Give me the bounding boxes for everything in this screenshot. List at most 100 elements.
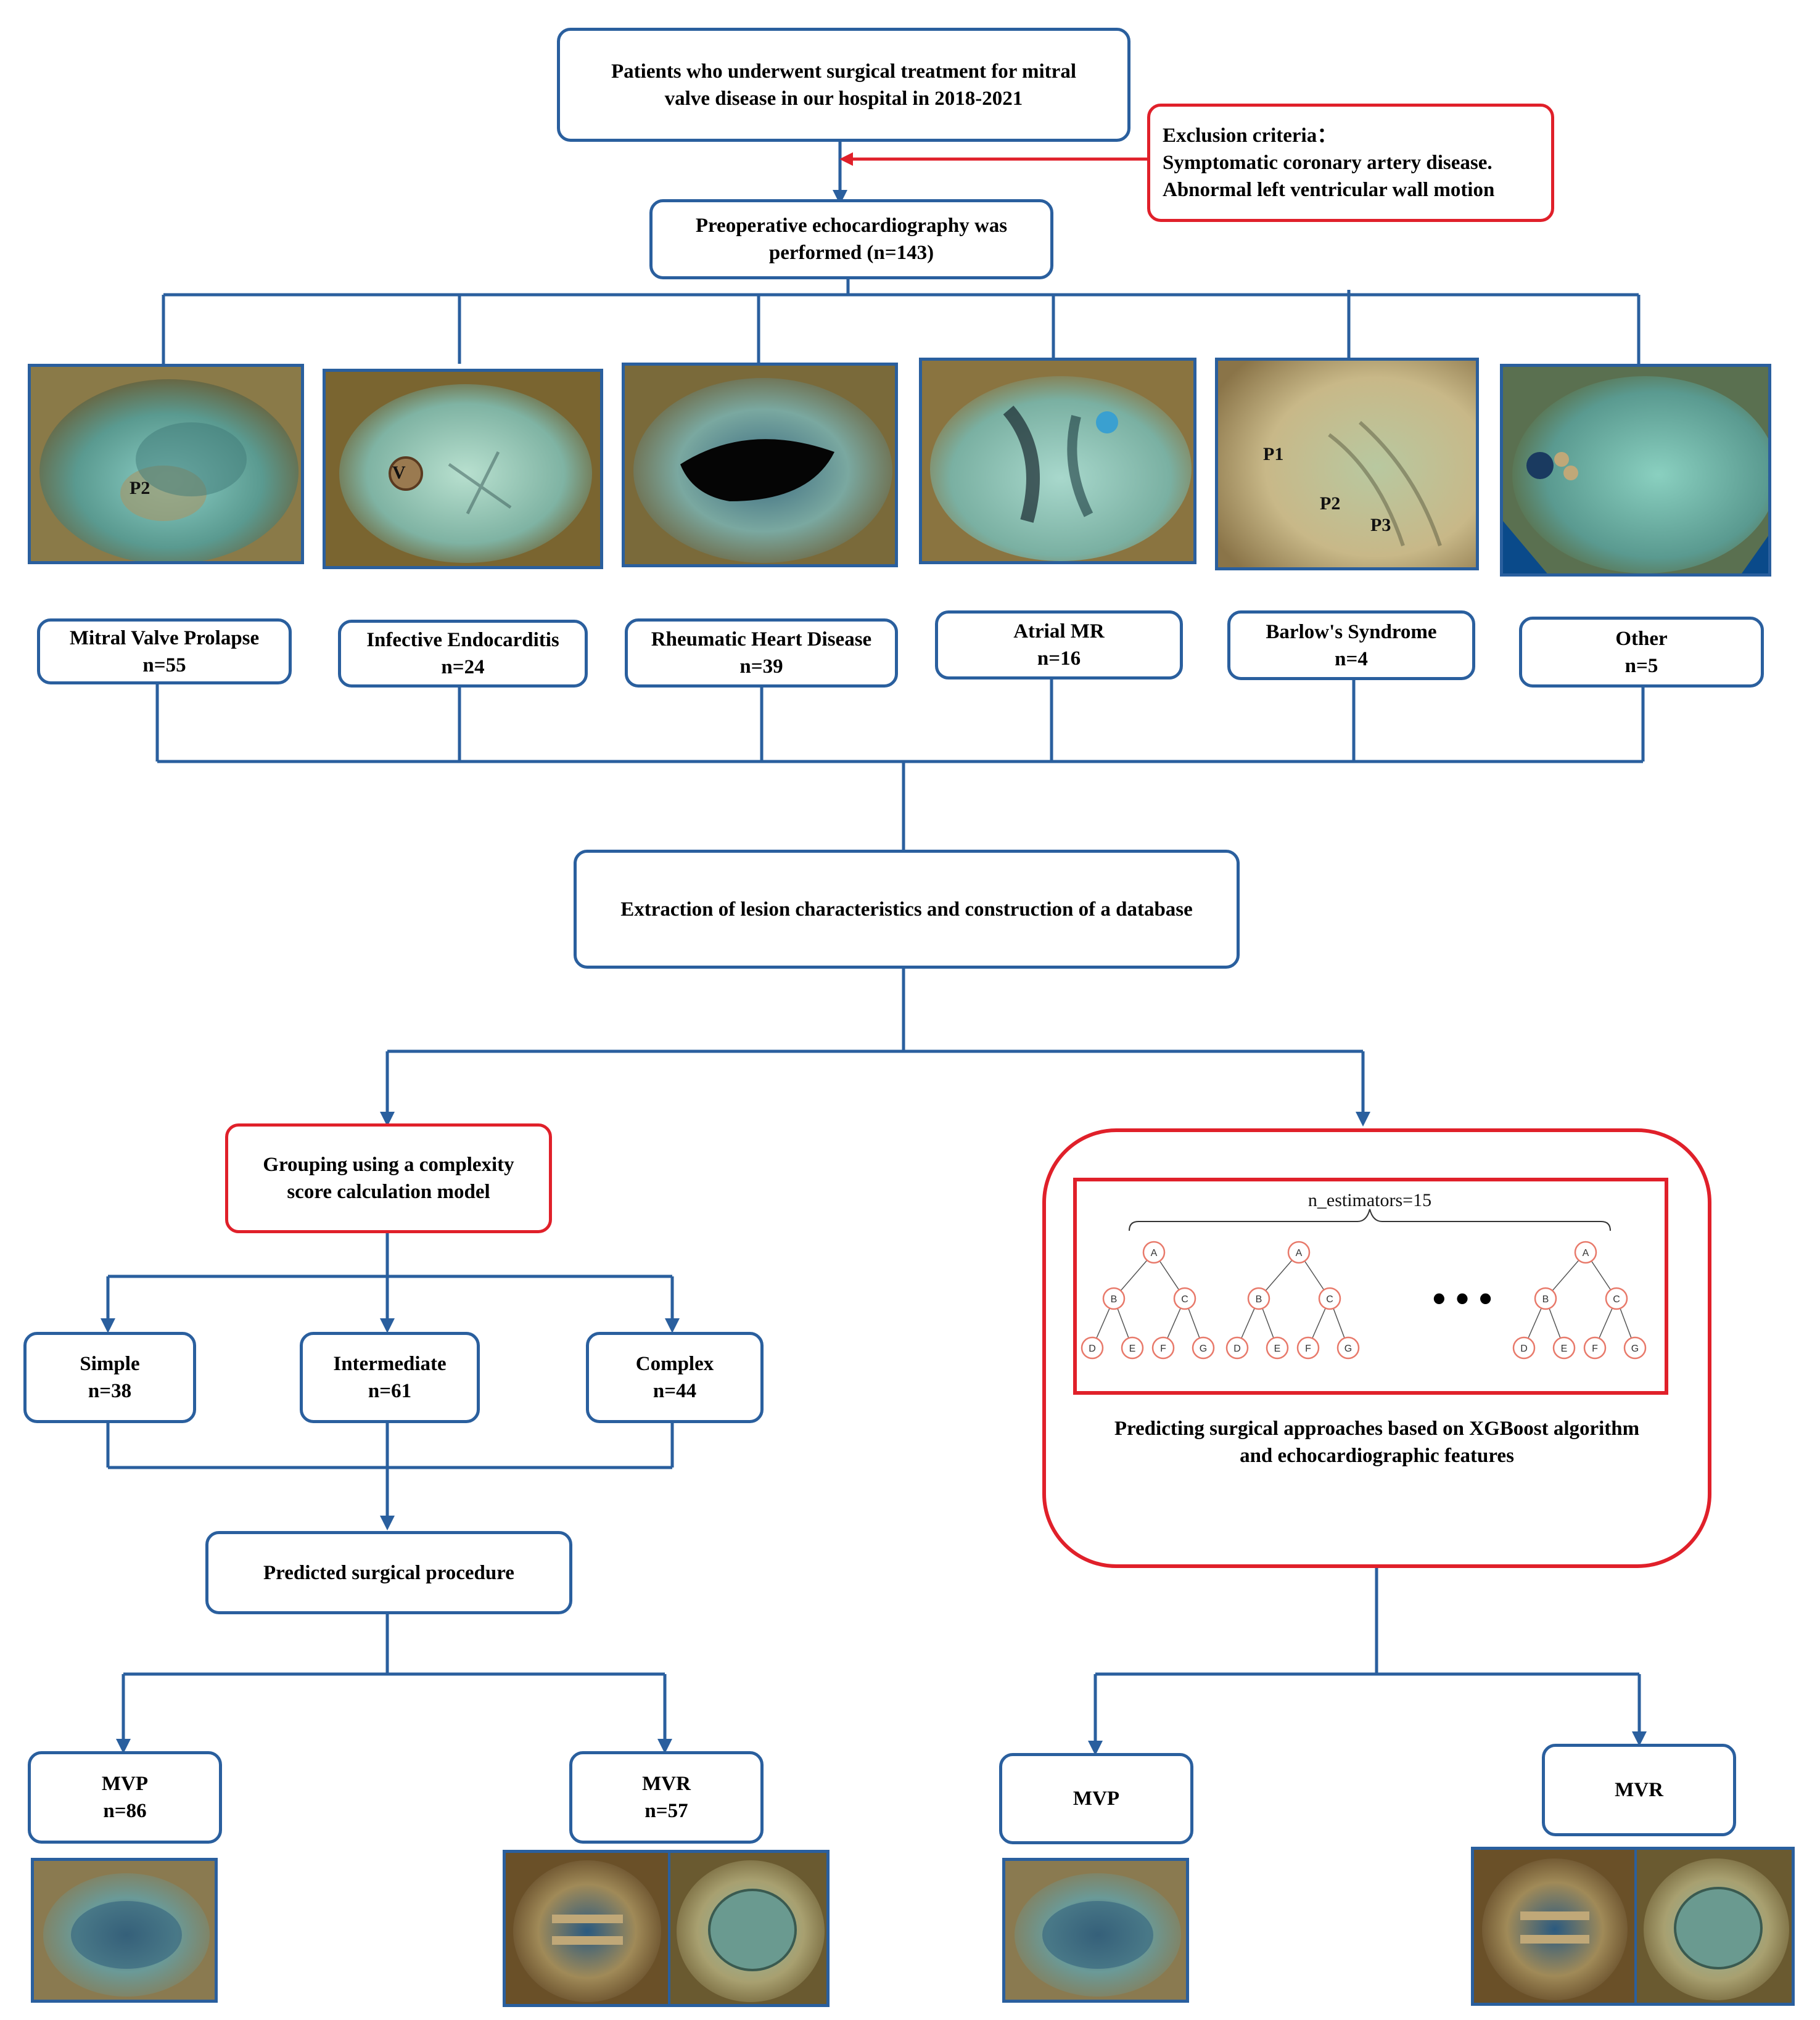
tree-node <box>1225 1336 1249 1360</box>
tree-node-label: B <box>1542 1294 1549 1305</box>
group-box-simple: Simple n=38 <box>23 1332 196 1423</box>
grouping-line1: Grouping using a complexity <box>263 1154 514 1176</box>
tree-node <box>1266 1336 1289 1360</box>
patients-line1: Patients who underwent surgical treatmen… <box>611 60 1076 83</box>
outcome-count: n=57 <box>644 1800 688 1822</box>
tree-node <box>1534 1287 1557 1310</box>
tree-node-label: C <box>1181 1294 1188 1305</box>
grouping-line2: score calculation model <box>287 1181 490 1203</box>
tree-node-label: E <box>1129 1344 1136 1354</box>
outcome-name: MVR <box>1615 1779 1663 1801</box>
tree-node <box>1247 1287 1270 1310</box>
outcome-name: MVP <box>101 1773 149 1795</box>
xgboost-caption-line1: Predicting surgical approaches based on … <box>1114 1418 1640 1440</box>
predicted-text: Predicted surgical procedure <box>263 1561 514 1584</box>
group-count: n=38 <box>88 1380 132 1402</box>
tree-node <box>1336 1336 1360 1360</box>
outcome-image-mvp-left <box>31 1858 218 2003</box>
tree-node-label: D <box>1089 1344 1096 1354</box>
tree-node <box>1142 1241 1166 1264</box>
tree-node <box>1605 1287 1628 1310</box>
tree-node <box>1192 1336 1215 1360</box>
tree-node-label: B <box>1256 1294 1262 1305</box>
tree-node <box>1623 1336 1647 1360</box>
exclusion-item-1: Symptomatic coronary artery disease. <box>1163 152 1493 174</box>
echo-image-barlows-syndrome <box>1215 358 1479 570</box>
outcome-box-mvp-left: MVP n=86 <box>28 1751 222 1844</box>
ellipsis-dots: • • • <box>1433 1278 1492 1319</box>
category-box-barlows-syndrome: Barlow's Syndrome n=4 <box>1227 610 1475 680</box>
echo-image-rheumatic-heart-disease <box>622 363 898 567</box>
echo-line1: Preoperative echocardiography was <box>695 215 1008 237</box>
category-count: n=24 <box>441 656 485 678</box>
category-name: Mitral Valve Prolapse <box>69 626 260 649</box>
group-name: Intermediate <box>333 1353 447 1375</box>
outcome-box-mvp-right: MVP <box>999 1753 1193 1844</box>
group-box-complex: Complex n=44 <box>586 1332 764 1423</box>
grouping-box: Grouping using a complexity score calcul… <box>225 1123 552 1233</box>
tree-node-label: G <box>1344 1344 1352 1354</box>
echo-box: Preoperative echocardiography was perfor… <box>649 199 1053 279</box>
image-label-v: V <box>392 462 406 483</box>
tree-node <box>1121 1336 1144 1360</box>
echo-image-mitral-valve-prolapse <box>28 364 304 564</box>
image-label-p3: P3 <box>1370 515 1391 535</box>
tree-node-label: F <box>1305 1344 1311 1354</box>
tree-node-label: C <box>1613 1294 1620 1305</box>
group-name: Simple <box>80 1353 140 1375</box>
outcome-count: n=86 <box>103 1800 147 1822</box>
tree-node-label: A <box>1583 1248 1589 1258</box>
image-label-p2: P2 <box>130 478 150 498</box>
exclusion-item-2: Abnormal left ventricular wall motion <box>1163 179 1495 201</box>
group-count: n=44 <box>653 1380 697 1402</box>
tree-node-label: C <box>1326 1294 1333 1305</box>
category-count: n=5 <box>1624 654 1658 677</box>
category-count: n=4 <box>1335 647 1368 670</box>
category-box-atrial-mr: Atrial MR n=16 <box>935 610 1183 679</box>
estimators-label: n_estimators=15 <box>1308 1190 1431 1210</box>
group-count: n=61 <box>368 1380 412 1402</box>
outcome-box-mvr-left: MVR n=57 <box>569 1751 764 1844</box>
category-count: n=39 <box>739 655 783 678</box>
patients-box: Patients who underwent surgical treatmen… <box>557 28 1130 142</box>
image-label-p2-barlow: P2 <box>1320 493 1341 514</box>
predicted-procedure-box: Predicted surgical procedure <box>205 1531 572 1614</box>
tree-node <box>1552 1336 1576 1360</box>
outcome-name: MVP <box>1073 1788 1120 1810</box>
tree-node-label: D <box>1233 1344 1241 1354</box>
echo-image-infective-endocarditis <box>323 369 603 569</box>
outcome-image-mvr-left <box>503 1850 830 2007</box>
outcome-name: MVR <box>642 1773 691 1795</box>
category-name: Atrial MR <box>1013 620 1105 643</box>
tree-node <box>1512 1336 1536 1360</box>
outcome-image-mvr-right <box>1471 1847 1795 2006</box>
tree-node-label: G <box>1631 1344 1639 1354</box>
tree-node <box>1583 1336 1607 1360</box>
category-name: Infective Endocarditis <box>366 629 559 651</box>
tree-node <box>1318 1287 1341 1310</box>
category-name: Rheumatic Heart Disease <box>651 628 872 651</box>
tree-node <box>1151 1336 1175 1360</box>
group-box-intermediate: Intermediate n=61 <box>300 1332 480 1423</box>
echo-image-atrial-mr <box>919 358 1196 564</box>
category-name: Other <box>1615 627 1668 650</box>
tree-node-label: E <box>1561 1344 1568 1354</box>
category-box-infective-endocarditis: Infective Endocarditis n=24 <box>338 620 588 688</box>
xgboost-caption-line2: and echocardiographic features <box>1240 1445 1514 1467</box>
extraction-box: Extraction of lesion characteristics and… <box>574 850 1240 969</box>
patients-line2: valve disease in our hospital in 2018-20… <box>664 87 1023 110</box>
tree-node <box>1173 1287 1196 1310</box>
exclusion-box: Exclusion criteria： Symptomatic coronary… <box>1147 104 1554 222</box>
tree-node <box>1081 1336 1104 1360</box>
estimators-brace <box>1129 1209 1611 1231</box>
tree-node-label: D <box>1520 1344 1528 1354</box>
extraction-text: Extraction of lesion characteristics and… <box>620 898 1193 921</box>
tree-node-label: G <box>1200 1344 1207 1354</box>
exclusion-title: Exclusion criteria： <box>1163 125 1338 147</box>
tree-node <box>1296 1336 1320 1360</box>
category-box-other: Other n=5 <box>1519 617 1764 688</box>
